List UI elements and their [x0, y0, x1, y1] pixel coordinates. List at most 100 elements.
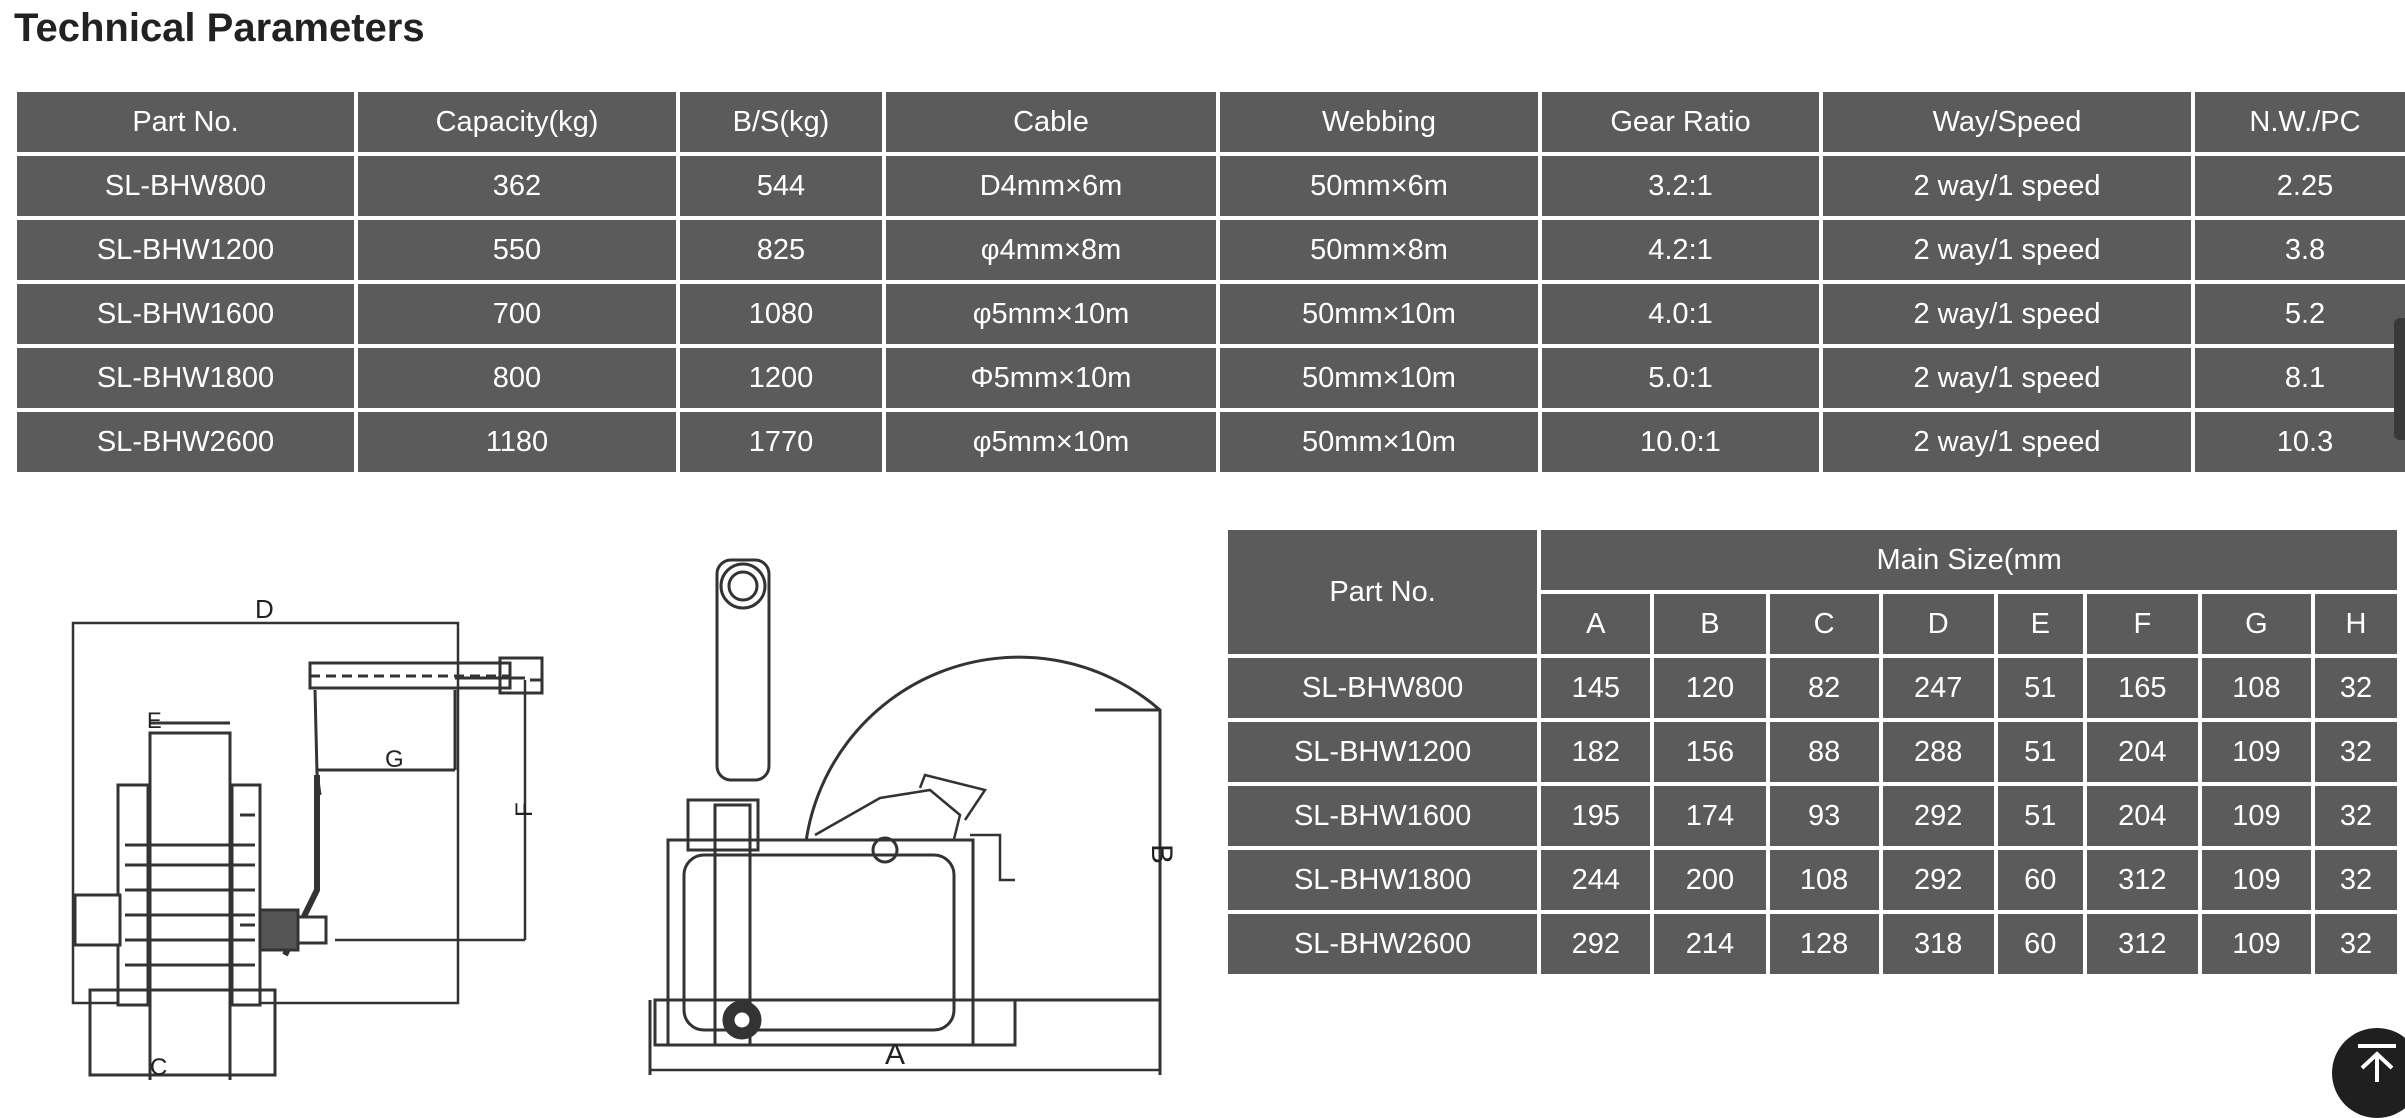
- table-cell: SL-BHW800: [17, 156, 354, 216]
- table-cell: 32: [2315, 914, 2397, 974]
- table-cell: 1200: [680, 348, 882, 408]
- table-cell: SL-BHW1800: [17, 348, 354, 408]
- table-cell: 204: [2086, 722, 2198, 782]
- table-cell: 165: [2086, 658, 2198, 718]
- table-cell: 2.25: [2195, 156, 2405, 216]
- table-cell: 1180: [358, 412, 676, 472]
- table-cell: 32: [2315, 658, 2397, 718]
- table-cell: 60: [1997, 914, 2083, 974]
- column-header-main-size: Main Size(mm: [1541, 530, 2397, 590]
- column-header-capacity: Capacity(kg): [358, 92, 676, 152]
- table-cell: 108: [1769, 850, 1879, 910]
- dimension-label-d: D: [255, 594, 274, 624]
- table-cell: 50mm×6m: [1220, 156, 1538, 216]
- table-cell: 10.0:1: [1542, 412, 1819, 472]
- column-header-g: G: [2201, 594, 2312, 654]
- dimension-label-b: B: [1145, 844, 1178, 864]
- table-cell: 4.0:1: [1542, 284, 1819, 344]
- table-cell: 2 way/1 speed: [1823, 284, 2191, 344]
- table-cell: 50mm×10m: [1220, 348, 1538, 408]
- table-cell: 288: [1882, 722, 1994, 782]
- table-cell: 50mm×8m: [1220, 220, 1538, 280]
- column-header-webbing: Webbing: [1220, 92, 1538, 152]
- dimension-label-c: C: [150, 1054, 167, 1080]
- dimension-label-g: G: [385, 746, 404, 773]
- table-cell: 292: [1541, 914, 1651, 974]
- table-cell: 109: [2201, 850, 2312, 910]
- page-title: Technical Parameters: [14, 6, 425, 50]
- table-cell: SL-BHW1600: [17, 284, 354, 344]
- table-cell: 195: [1541, 786, 1651, 846]
- table-cell: 2 way/1 speed: [1823, 156, 2191, 216]
- table-cell: 32: [2315, 850, 2397, 910]
- table-cell: 362: [358, 156, 676, 216]
- table-cell: 204: [2086, 786, 2198, 846]
- table-cell: 5.2: [2195, 284, 2405, 344]
- table-cell: 156: [1654, 722, 1766, 782]
- arrow-up-to-line-icon: [2358, 1044, 2396, 1082]
- table-cell: 292: [1882, 786, 1994, 846]
- table-cell: SL-BHW1600: [1228, 786, 1538, 846]
- table-cell: 145: [1541, 658, 1651, 718]
- table-cell: 109: [2201, 786, 2312, 846]
- dimension-label-a: A: [885, 1038, 905, 1071]
- table-cell: φ4mm×8m: [886, 220, 1216, 280]
- table-cell: 292: [1882, 850, 1994, 910]
- table-cell: 825: [680, 220, 882, 280]
- table-cell: 32: [2315, 786, 2397, 846]
- table-header-row: Part No. Capacity(kg) B/S(kg) Cable Webb…: [17, 92, 2405, 152]
- table-cell: 2 way/1 speed: [1823, 348, 2191, 408]
- table-cell: 51: [1997, 658, 2083, 718]
- table-cell: 3.8: [2195, 220, 2405, 280]
- table-cell: 108: [2201, 658, 2312, 718]
- column-header-cable: Cable: [886, 92, 1216, 152]
- column-header-breaking-strength: B/S(kg): [680, 92, 882, 152]
- table-cell: 50mm×10m: [1220, 412, 1538, 472]
- table-cell: φ5mm×10m: [886, 412, 1216, 472]
- main-size-table: Part No. Main Size(mm A B C D E F G H SL…: [1224, 526, 2401, 978]
- column-header-c: C: [1769, 594, 1879, 654]
- table-cell: 244: [1541, 850, 1651, 910]
- table-cell: 2 way/1 speed: [1823, 412, 2191, 472]
- column-header-h: H: [2315, 594, 2397, 654]
- column-header-a: A: [1541, 594, 1651, 654]
- table-cell: 109: [2201, 914, 2312, 974]
- table-cell: 8.1: [2195, 348, 2405, 408]
- column-header-d: D: [1882, 594, 1994, 654]
- table-cell: 109: [2201, 722, 2312, 782]
- table-cell: 128: [1769, 914, 1879, 974]
- table-cell: 51: [1997, 722, 2083, 782]
- column-header-f: F: [2086, 594, 2198, 654]
- table-cell: SL-BHW1200: [1228, 722, 1538, 782]
- dimension-label-e: E: [147, 708, 162, 733]
- table-cell: 318: [1882, 914, 1994, 974]
- dimension-label-f: F: [511, 802, 538, 817]
- table-cell: 93: [1769, 786, 1879, 846]
- table-cell: SL-BHW2600: [1228, 914, 1538, 974]
- back-to-top-button[interactable]: [2332, 1028, 2405, 1118]
- table-cell: 182: [1541, 722, 1651, 782]
- table-cell: 174: [1654, 786, 1766, 846]
- winch-side-view-drawing: A B: [640, 550, 1200, 1080]
- table-cell: 10.3: [2195, 412, 2405, 472]
- table-cell: 4.2:1: [1542, 220, 1819, 280]
- table-cell: 88: [1769, 722, 1879, 782]
- table-cell: SL-BHW2600: [17, 412, 354, 472]
- table-cell: 2 way/1 speed: [1823, 220, 2191, 280]
- table-cell: D4mm×6m: [886, 156, 1216, 216]
- side-tab-handle[interactable]: [2394, 318, 2405, 440]
- table-cell: 1770: [680, 412, 882, 472]
- table-cell: 82: [1769, 658, 1879, 718]
- size-table-header-row: Part No. Main Size(mm: [1228, 530, 2397, 654]
- winch-top-view-drawing: D E G F C: [55, 545, 575, 1080]
- column-header-part-no: Part No.: [17, 92, 354, 152]
